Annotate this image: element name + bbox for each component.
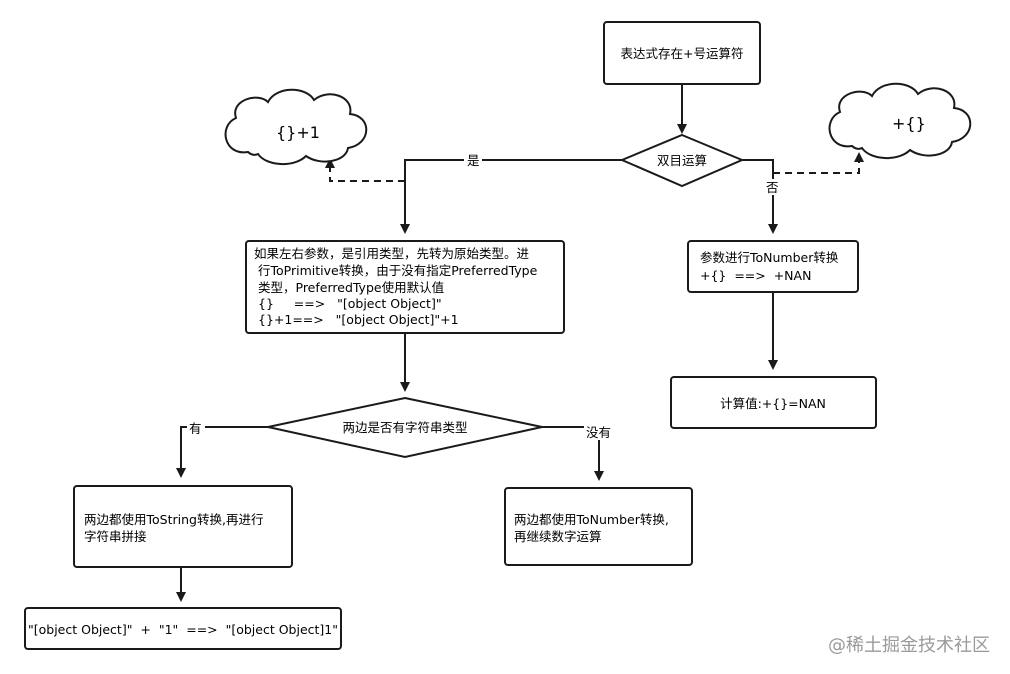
node-to-number-unary-line-2: +{} ==> +NAN bbox=[700, 268, 811, 283]
label-bg-has bbox=[187, 420, 205, 436]
node-to-number-unary: 参数进行ToNumber转换 +{} ==> +NAN bbox=[687, 240, 859, 293]
node-to-primitive-line-1: 如果左右参数，是引用类型，先转为原始类型。进 bbox=[254, 246, 530, 261]
label-bg-no bbox=[765, 179, 783, 195]
cloud-left: {}+1 bbox=[224, 88, 368, 165]
node-to-string-concat-line-1: 两边都使用ToString转换,再进行 bbox=[84, 512, 263, 527]
node-binary-op-text: 双目运算 bbox=[657, 153, 707, 168]
edge-dashed-right-cloud bbox=[773, 152, 864, 174]
node-expr-plus: 表达式存在+号运算符 bbox=[603, 21, 761, 85]
watermark: @稀土掘金技术社区 bbox=[828, 635, 990, 656]
label-bg-yes bbox=[464, 152, 482, 168]
node-to-string-concat-line-2: 字符串拼接 bbox=[84, 529, 147, 544]
node-calc-value: 计算值:+{}=NAN bbox=[670, 376, 877, 429]
edge-label-has: 有 bbox=[189, 421, 202, 436]
edge-label-no: 否 bbox=[766, 180, 779, 195]
edge-binary-yes bbox=[400, 159, 622, 234]
node-to-number-unary-line-1: 参数进行ToNumber转换 bbox=[700, 250, 839, 265]
cloud-right: +{} bbox=[828, 82, 972, 159]
cloud-left-text: {}+1 bbox=[276, 123, 320, 142]
node-binary-op: 双目运算 bbox=[619, 133, 745, 188]
edge-label-yes: 是 bbox=[467, 153, 480, 168]
node-concat-result-text: "[object Object]" + "1" ==> "[object Obj… bbox=[28, 622, 338, 637]
node-to-number-math-line-1: 两边都使用ToNumber转换, bbox=[514, 512, 669, 527]
node-to-string-concat: 两边都使用ToString转换,再进行 字符串拼接 bbox=[73, 485, 293, 568]
dashed-connectors bbox=[325, 152, 864, 182]
cloud-right-text: +{} bbox=[892, 114, 926, 133]
node-to-number-math: 两边都使用ToNumber转换, 再继续数字运算 bbox=[504, 487, 693, 566]
node-string-type-text: 两边是否有字符串类型 bbox=[342, 420, 467, 435]
node-to-number-math-line-2: 再继续数字运算 bbox=[514, 529, 602, 544]
node-to-primitive-line-4: {} ==> "[object Object]" bbox=[258, 296, 442, 311]
node-expr-plus-text: 表达式存在+号运算符 bbox=[621, 46, 744, 61]
node-string-type: 两边是否有字符串类型 bbox=[267, 396, 543, 459]
node-calc-value-text: 计算值:+{}=NAN bbox=[720, 396, 826, 411]
node-to-primitive-line-3: 类型，PreferredType使用默认值 bbox=[258, 280, 444, 295]
node-to-primitive: 如果左右参数，是引用类型，先转为原始类型。进 行ToPrimitive转换，由于… bbox=[245, 240, 565, 334]
node-concat-result: "[object Object]" + "1" ==> "[object Obj… bbox=[24, 607, 342, 650]
edge-string-has bbox=[176, 426, 268, 478]
edge-label-hasnot: 没有 bbox=[586, 425, 611, 440]
cloud-left-shape bbox=[224, 88, 368, 165]
edge-binary-no bbox=[742, 159, 778, 234]
node-to-primitive-line-2: 行ToPrimitive转换，由于没有指定PreferredType bbox=[258, 263, 538, 278]
edge-dashed-left-cloud bbox=[325, 158, 405, 182]
label-bg-hasnot bbox=[584, 424, 616, 440]
node-to-primitive-line-5: {}+1==> "[object Object]"+1 bbox=[258, 312, 459, 327]
cloud-right-shape bbox=[828, 82, 972, 159]
